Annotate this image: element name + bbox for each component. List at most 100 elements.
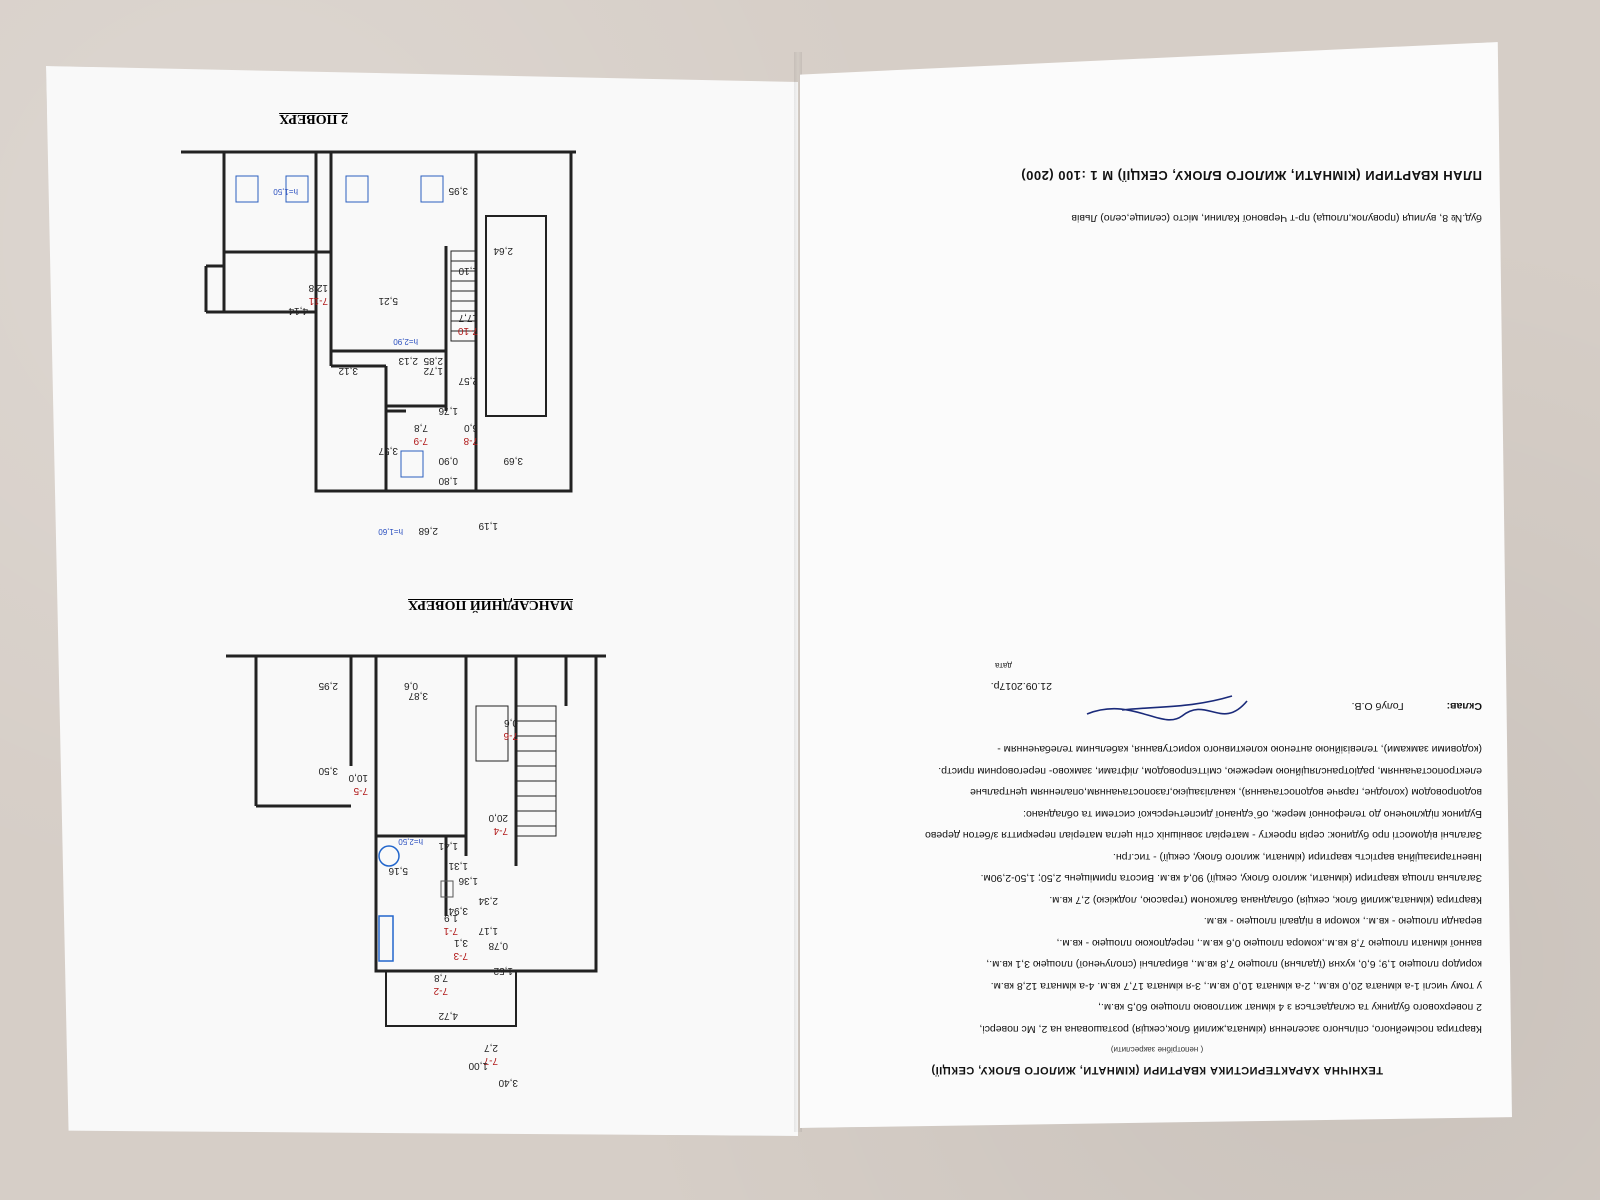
tech-line: 2 поверхового будинку та складається з 4… [1098,1001,1482,1014]
dimension-label: 2,64 [493,245,513,256]
composed-label: Склав: [1446,700,1482,712]
tech-line: (кодовими замками), телевізійною антеною… [997,743,1482,756]
tech-line: Загальна площа квартири (кімнати, жилого… [980,872,1482,885]
sink-icon [378,845,400,867]
tech-line: електропостачанням, радіотрансляційною м… [938,765,1482,777]
dimension-label: 2,68 [418,525,438,536]
dimension-label: 2,13 [398,355,418,366]
room-area: 6,0 [464,422,478,433]
dimension-label: 3,87 [408,690,428,701]
attic-plan [181,150,576,493]
document-body: ТЕХНІЧНА ХАРАКТЕРИСТИКА КВАРТИРИ (КІМНАТ… [832,656,1482,1080]
skylight-icons [235,175,444,478]
dimension-label: h=1,60 [378,527,403,536]
dimension-label: 4,14 [288,305,308,316]
room-area: 0,6 [504,717,518,728]
dimension-label: 3,50 [318,765,338,776]
dimension-label: 5,21 [378,295,398,306]
second-floor-title: 2 ПОВЕРХ [279,111,348,126]
tech-line: Квартира (кімната,жилий блок, секція) об… [1049,894,1482,906]
signature-handwritten [1086,695,1248,721]
room-area: 3,1 [454,937,468,948]
room-id: 7-5 [353,785,368,796]
dimension-label: 5,16 [388,865,408,876]
dimension-label: 1,10 [458,265,478,276]
dimension-label: 1,76 [438,405,458,416]
room-id: 7-11 [308,295,328,306]
room-area: 20,0 [488,812,508,823]
tech-text-rotated: ТЕХНІЧНА ХАРАКТЕРИСТИКА КВАРТИРИ (КІМНАТ… [800,42,1512,1128]
dimension-label: 3,69 [503,455,523,466]
date-value: 21.09.2017р. [990,680,1052,692]
dimension-label: h=2,90 [393,337,418,346]
dimension-label: 1,72 [423,365,443,376]
plan-title: ПЛАН КВАРТИРИ (КІМНАТИ, ЖИЛОГО БЛОКУ, СЕ… [1020,168,1482,184]
tech-line: Загальні відомості про будинок: серія пр… [925,829,1482,842]
floor-plan-drawing [181,150,606,1027]
attic-floor-title: МАНСАРДНИЙ ПОВЕРХ [408,597,573,612]
tech-line: ванної кімнати площею 7,8 кв.м.,комора п… [1056,937,1482,949]
dimension-label: 1,36 [458,875,478,886]
room-id: 7-4 [493,825,508,836]
dimension-label: 1,80 [438,475,458,486]
room-id: 7-3 [453,950,468,961]
dimension-label: 0,6 [404,680,418,691]
dimension-label: 4,72 [438,1010,458,1021]
plan-address-line: буд.№ 8, вулиця (провулок,площа) пр-т Че… [1071,212,1482,224]
room-id: 7-6 [503,730,518,741]
room-area: 10,0 [348,772,368,783]
dimension-label: 1,31 [448,860,468,871]
dimension-label: 3,12 [338,365,358,376]
tech-subtitle: ( непотрібне закреслити) [1110,1045,1204,1055]
room-area: 7,8 [434,972,448,983]
room-id: 7-2 [433,985,448,996]
tech-title-wrap: ТЕХНІЧНА ХАРАКТЕРИСТИКА КВАРТИРИ (КІМНАТ… [832,1059,1482,1081]
dimension-label: 1,19 [478,520,498,531]
tech-line: у тому числі 1-а кімната 20,0 кв.м., 2-а… [990,980,1482,992]
dimension-label: 1,41 [438,840,458,851]
dimension-label: 2,57 [458,375,478,386]
composer-name: Голуб О.В. [1351,700,1404,712]
tech-line: коридор площею 1,9; 6,0, кухня (їдальня)… [986,958,1482,971]
tech-line: Інвентаризаційна вартість квартири (кімн… [1112,851,1482,863]
room-id: 7-9 [413,435,428,446]
tech-line: водопроводом (холодне, гаряче водопостач… [970,786,1482,799]
signature-block: Склав: Голуб О.В. 21.09.2017р. дата [832,656,1482,721]
dimension-label: h=1,50 [273,187,298,196]
page-fold [794,52,802,1132]
dimension-label: 3,40 [498,1077,518,1088]
toilet-icon [440,880,454,898]
dimension-label: h=2,50 [398,837,423,846]
plan-header-block: буд.№ 8, вулиця (провулок,площа) пр-т Че… [832,165,1482,228]
tech-lines: Квартира посімейного, спільного заселенн… [832,738,1482,1039]
dimension-label: 2,85 [423,355,443,366]
tech-line: веранди площею - кв.м., комори в підвалі… [1203,915,1482,928]
room-id: 7-1 [443,925,458,936]
dimension-label: 2,95 [318,680,338,691]
dimension-label: 2,34 [478,895,498,906]
tech-title: ТЕХНІЧНА ХАРАКТЕРИСТИКА КВАРТИРИ (КІМНАТ… [930,1064,1384,1076]
second-floor-stairs [475,705,557,837]
tech-line: Будинок підключено до телефонної мереж, … [1023,808,1482,820]
technical-characteristics-page: ТЕХНІЧНА ХАРАКТЕРИСТИКА КВАРТИРИ (КІМНАТ… [800,42,1512,1128]
room-area: 2,7 [484,1042,498,1053]
dimension-label: 3,95 [448,185,468,196]
tech-line: Квартира посімейного, спільного заселенн… [979,1023,1482,1035]
dimension-label: 1,17 [478,925,498,936]
dimension-label: 1,52 [493,965,513,976]
stove-icon [378,915,394,962]
dimension-label: 1,00 [468,1060,488,1071]
date-label: дата [995,661,1012,670]
room-id: 7-10 [457,325,478,336]
room-area: 17,7 [458,312,478,323]
room-area: 12,8 [308,282,328,293]
room-id: 7-8 [463,435,478,446]
dimension-label: 0,90 [438,455,458,466]
attic-stairs [450,250,477,342]
dimension-label: 3,57 [378,445,398,456]
dimension-label: 3,94 [448,905,468,916]
dimension-label: 0,78 [488,940,508,951]
room-area: 7,8 [414,422,428,433]
